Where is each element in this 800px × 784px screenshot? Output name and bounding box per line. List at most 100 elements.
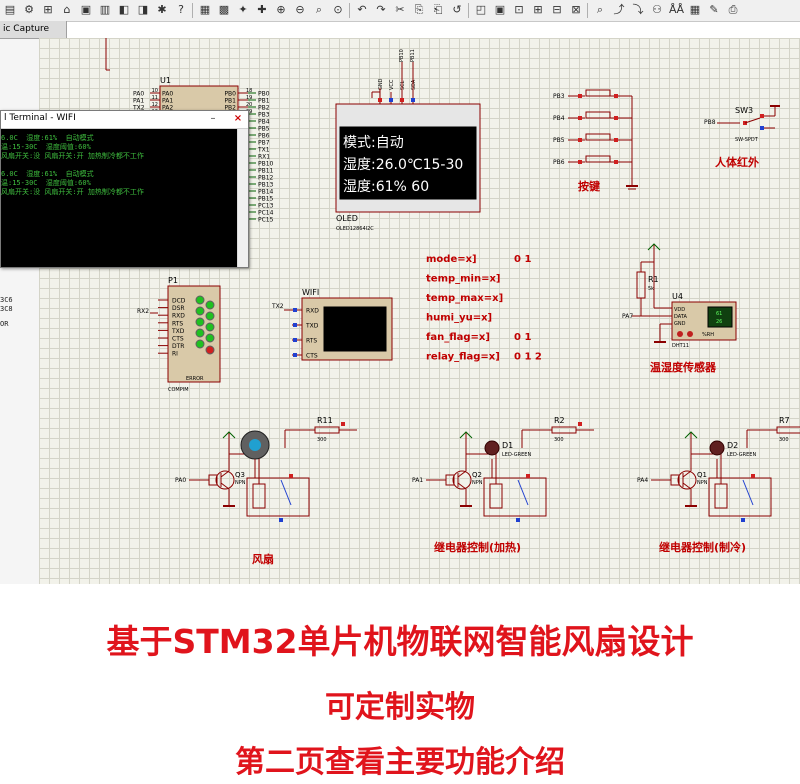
print-icon[interactable]: ▥: [99, 3, 111, 16]
p1-pin-label: CTS: [172, 336, 184, 343]
board-icon[interactable]: ▩: [218, 3, 230, 16]
heat-q-ref: Q2: [472, 471, 482, 479]
zoom-all-icon[interactable]: ⌕: [315, 3, 323, 16]
watch-var-name: temp_min=x]: [426, 274, 501, 285]
help-icon[interactable]: ?: [178, 3, 184, 16]
sheet-icon[interactable]: ▦: [199, 3, 211, 16]
tab-schematic-capture[interactable]: ic Capture: [0, 21, 67, 38]
cool-base-resistor: [670, 474, 680, 486]
pin-marker: [614, 94, 618, 98]
block-icon[interactable]: ◰: [475, 3, 487, 16]
pin-marker: [578, 422, 582, 426]
cool-d-ref: D2: [727, 441, 738, 450]
panel-icon[interactable]: ◨: [137, 3, 149, 16]
cool-relay-coil: [714, 483, 728, 509]
heat-transistor: [452, 470, 472, 490]
block-move-icon[interactable]: ▣: [494, 3, 506, 16]
button-net-label: PB5: [553, 137, 565, 144]
spark-icon[interactable]: ✦: [238, 3, 248, 16]
u1-net-label: PC14: [258, 210, 274, 217]
down-icon[interactable]: ⤵: [632, 3, 644, 16]
cool-relay: [708, 477, 772, 517]
rotate-icon[interactable]: ↺: [452, 3, 462, 16]
sw3-ref: SW3: [735, 106, 753, 115]
pin-marker: [293, 323, 297, 327]
toolbar-separator: [468, 3, 469, 18]
cool-q-type: NPN: [697, 480, 708, 486]
cut-icon[interactable]: ✂: [395, 3, 405, 16]
home-icon[interactable]: ⌂: [63, 3, 71, 16]
u1-pin-number: 20: [246, 102, 252, 108]
fan-q-ref: Q3: [235, 471, 245, 479]
search-icon[interactable]: ⌕: [596, 3, 604, 16]
u4-part: DHT11: [672, 343, 689, 349]
r1-net: PA7: [622, 313, 633, 320]
u4-pin-label: DATA: [674, 314, 687, 320]
zoom-out-icon[interactable]: ⊖: [295, 3, 305, 16]
redo-icon[interactable]: ↷: [376, 3, 386, 16]
undo-icon[interactable]: ↶: [357, 3, 367, 16]
minimize-icon[interactable]: –: [210, 113, 216, 124]
block-delete-icon[interactable]: ⊞: [533, 3, 543, 16]
oled-screen: [339, 126, 477, 200]
make-icon[interactable]: ⊠: [571, 3, 581, 16]
terminal-scrollbar[interactable]: [237, 129, 248, 267]
grid-icon[interactable]: ⊞: [43, 3, 53, 16]
virtual-terminal-window[interactable]: l Terminal - WIFI – × 6.0C 湿度:61% 自动模式温:…: [0, 110, 249, 268]
pan-icon[interactable]: ✚: [257, 3, 267, 16]
zoom-area-icon[interactable]: ⊙: [333, 3, 343, 16]
u1-net-label: PC15: [258, 217, 274, 224]
cool-resistor: [776, 426, 800, 434]
wire-icon[interactable]: ⚇: [652, 3, 662, 16]
sw3-part: SW-SPDT: [735, 137, 759, 143]
fan-net: PA0: [175, 477, 186, 484]
zoom-in-icon[interactable]: ⊕: [276, 3, 286, 16]
u4-lcd: [707, 306, 733, 328]
open-icon[interactable]: ⚙: [24, 3, 34, 16]
star-icon[interactable]: ✱: [157, 3, 167, 16]
copy-icon[interactable]: ⎘: [414, 3, 424, 16]
button-net-label: PB3: [553, 93, 565, 100]
pin-marker: [341, 422, 345, 426]
u1-net-label: TX2: [132, 105, 145, 112]
pin-marker: [614, 138, 618, 142]
terminal-line: 温:15-30C 湿度阈值:60%: [1, 179, 91, 187]
r1-body: [636, 271, 646, 299]
u1-pin-label: PB0: [224, 91, 236, 98]
block-rotate-icon[interactable]: ⊡: [514, 3, 524, 16]
fan-relay-coil: [252, 483, 266, 509]
paste-icon[interactable]: ⎗: [433, 3, 443, 16]
report-icon[interactable]: ⎙: [728, 3, 738, 16]
wifi-ref: WIFI: [302, 288, 319, 297]
spell-icon[interactable]: ÅÅ: [669, 3, 685, 16]
edit-icon[interactable]: ✎: [709, 3, 719, 16]
pin-marker: [578, 116, 582, 120]
new-icon[interactable]: ▤: [4, 3, 16, 16]
u1-net-label: PB2: [258, 105, 270, 112]
button-switch: [585, 89, 611, 97]
u4-pin-label: VDD: [674, 307, 685, 313]
pin-marker: [389, 98, 393, 102]
pick-icon[interactable]: ⊟: [552, 3, 562, 16]
save-icon[interactable]: ▣: [80, 3, 92, 16]
p1-pin-label: DCD: [172, 298, 186, 305]
cool-d-part: LED-GREEN: [727, 452, 756, 458]
watch-var-name: mode=x]: [426, 254, 477, 265]
u4-ref: U4: [672, 292, 683, 301]
pin-marker: [741, 518, 745, 522]
pin-marker: [378, 98, 382, 102]
up-icon[interactable]: ⤴: [613, 3, 625, 16]
netlist-icon[interactable]: ▦: [689, 3, 701, 16]
terminal-titlebar[interactable]: l Terminal - WIFI – ×: [1, 111, 248, 129]
power-arrow-icon: [222, 431, 236, 439]
close-icon[interactable]: ×: [233, 113, 243, 124]
wifi-pin-label: RXD: [306, 308, 319, 315]
area-icon[interactable]: ◧: [118, 3, 130, 16]
u1-net-label: PB0: [258, 91, 270, 98]
u1-net-label: PB3: [258, 112, 270, 119]
p1-led: [205, 322, 215, 332]
watch-var-name: humi_yu=x]: [426, 313, 492, 324]
fan-base-resistor: [208, 474, 218, 486]
pin-marker: [751, 474, 755, 478]
u1-net-label: PB4: [258, 119, 270, 126]
